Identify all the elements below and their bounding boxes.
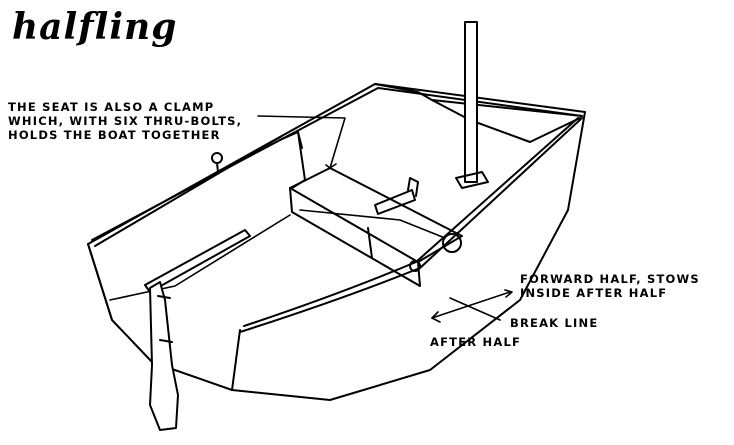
seat-clamp-label: THE SEAT IS ALSO A CLAMP WHICH, WITH SIX… xyxy=(8,100,242,142)
forward-half-line-2: INSIDE AFTER HALF xyxy=(520,286,668,300)
seat-clamp-line-3: HOLDS THE BOAT TOGETHER xyxy=(8,128,221,142)
seat-clamp-line-1: THE SEAT IS ALSO A CLAMP xyxy=(8,100,215,114)
oarlocks xyxy=(212,153,420,271)
drawing-title: halfling xyxy=(12,6,178,48)
rudder-assembly xyxy=(150,282,178,430)
after-half-label: AFTER HALF xyxy=(430,335,522,349)
mid-bulkhead xyxy=(280,132,372,258)
gunwale xyxy=(92,88,582,332)
mast-and-deck xyxy=(375,22,582,188)
break-line-label: BREAK LINE xyxy=(510,316,599,330)
seat-clamp-line-2: WHICH, WITH SIX THRU-BOLTS, xyxy=(8,114,243,128)
tiller xyxy=(145,230,250,292)
forward-half-label: FORWARD HALF, STOWS INSIDE AFTER HALF xyxy=(520,272,700,300)
seat-clamp xyxy=(290,168,462,286)
leader-lines xyxy=(258,116,512,322)
forward-half-line-1: FORWARD HALF, STOWS xyxy=(520,272,700,286)
hull-outline xyxy=(88,84,585,400)
